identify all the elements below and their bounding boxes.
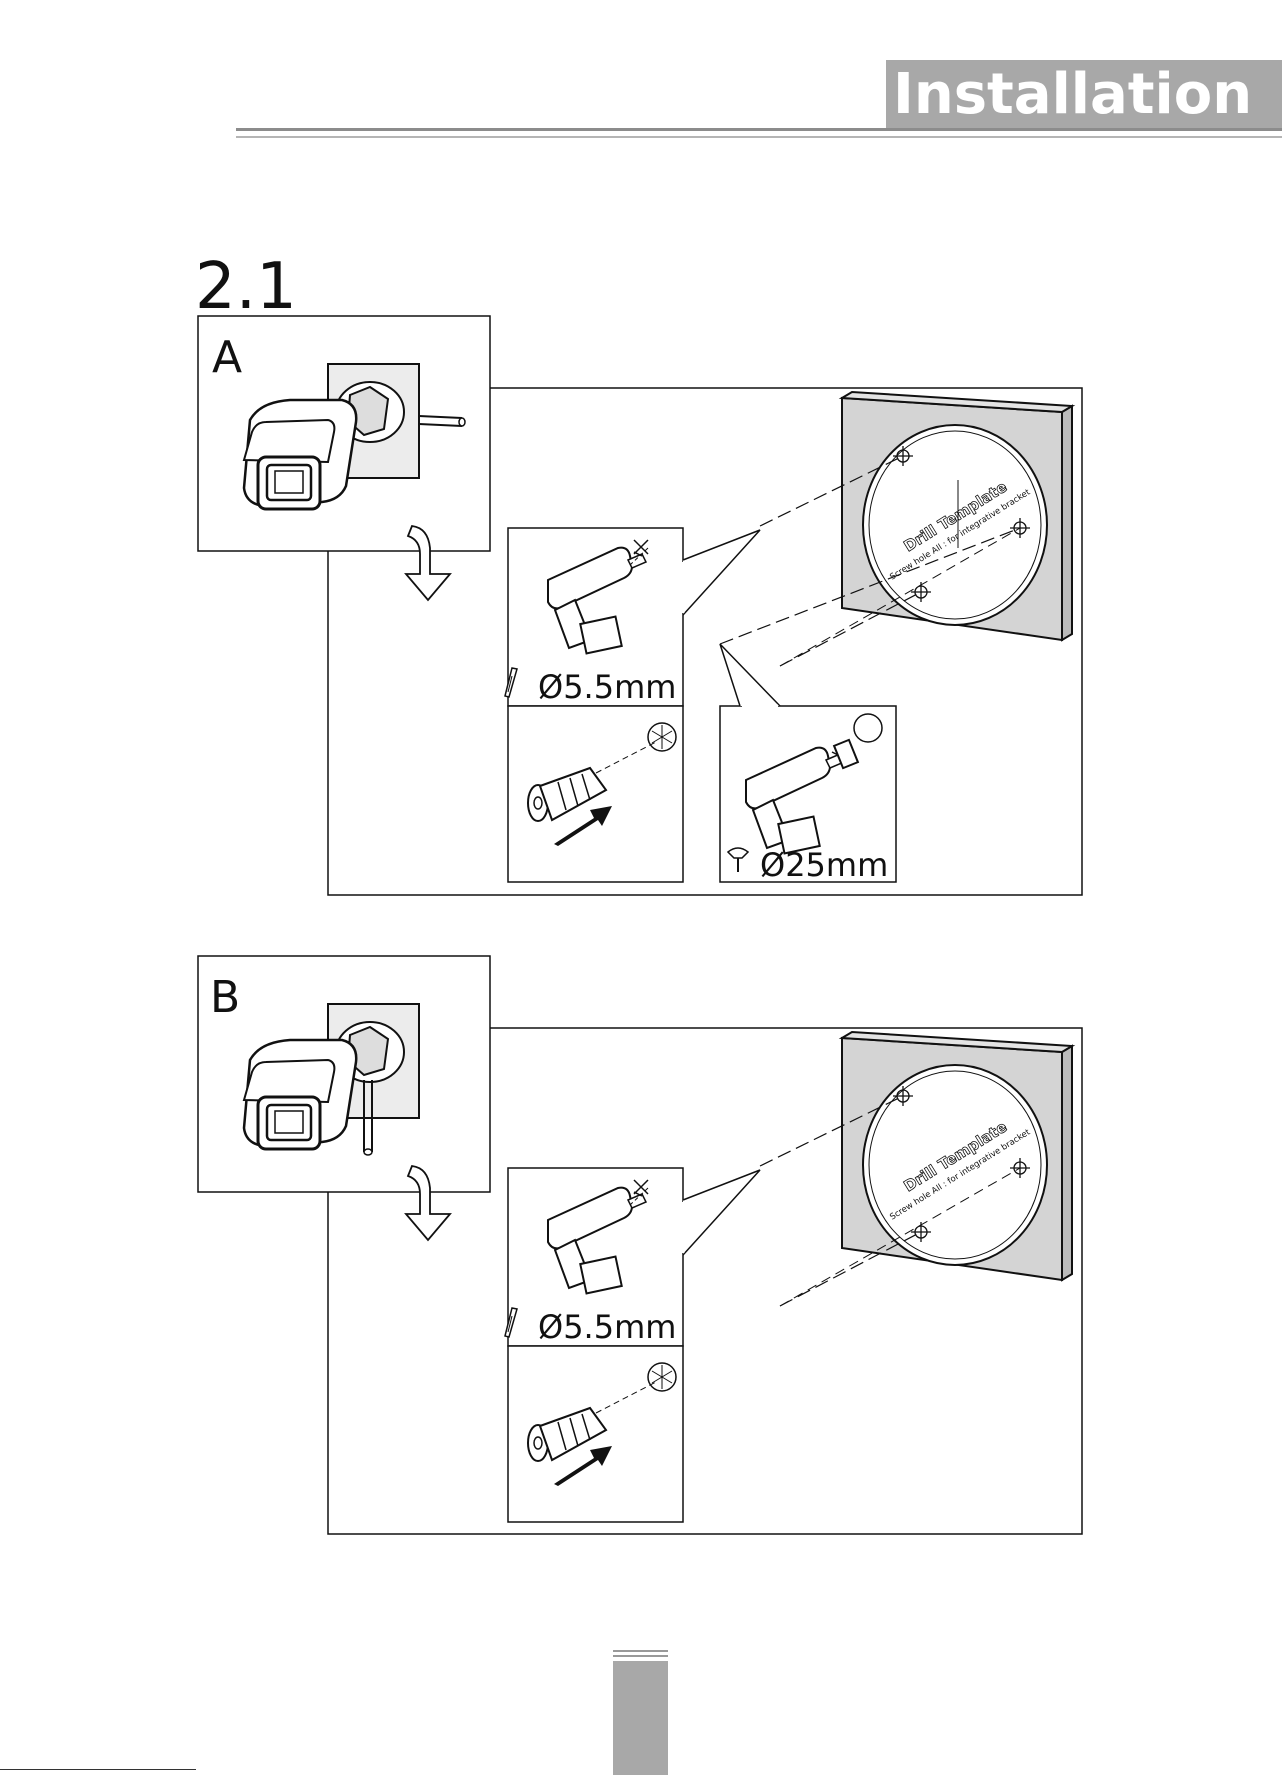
drill-diameter-label: Ø5.5mm [538, 1308, 676, 1346]
footer-rule-secondary [613, 1655, 668, 1657]
bottom-left-rule [0, 1769, 196, 1770]
panel-b: B Drill Template Screw hole All : for in… [198, 956, 1082, 1534]
hole-saw-diameter-label: Ø25mm [760, 846, 888, 884]
panel-a-letter: A [212, 332, 242, 383]
panel-a: A Drill Template Screw hole All : for in… [198, 316, 1082, 895]
drill-diameter-label: Ø5.5mm [538, 668, 676, 706]
drill-template-wall: Drill Template Screw hole All : for inte… [842, 392, 1072, 640]
panel-b-letter: B [210, 972, 240, 1023]
footer-tab [613, 1661, 668, 1775]
footer-rule [613, 1650, 668, 1652]
drill-template-wall: Drill Template Screw hole All : for inte… [842, 1032, 1072, 1280]
